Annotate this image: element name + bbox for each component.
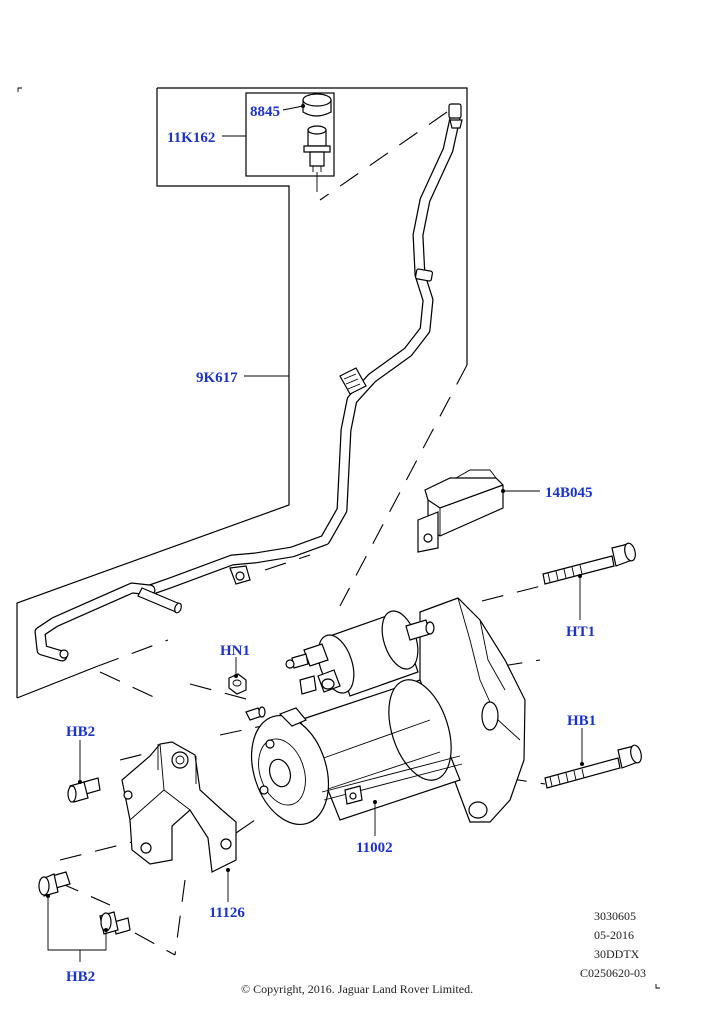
label-14b045: 14B045 (545, 485, 593, 501)
label-9k617: 9K617 (196, 370, 238, 386)
label-hb2-bottom: HB2 (66, 969, 95, 985)
stud-part-11k162 (303, 125, 331, 192)
label-11126: 11126 (209, 905, 245, 921)
label-hb1: HB1 (567, 713, 596, 729)
label-11002: 11002 (356, 840, 393, 856)
reference-line-2: 05-2016 (594, 928, 634, 942)
label-hn1: HN1 (220, 643, 250, 659)
label-11k162: 11K162 (167, 130, 215, 146)
leader-lines (46, 104, 584, 962)
part-labels: 8845 11K162 9K617 14B045 HT1 HN1 HB1 HB2… (66, 104, 596, 985)
starter-motor-11002 (251, 597, 526, 826)
nut-hn1 (228, 673, 247, 695)
reference-block: 3030605 05-2016 30DDTX C0250620-03 (580, 909, 660, 989)
cap-part-8845 (302, 93, 332, 117)
stud-near-starter (245, 706, 266, 721)
corner-mark (655, 984, 660, 989)
copyright-notice: © Copyright, 2016. Jaguar Land Rover Lim… (241, 982, 473, 996)
bolt-hb1 (544, 744, 642, 789)
label-ht1: HT1 (566, 624, 595, 640)
wiring-harness-9k617 (34, 103, 463, 662)
bracket-part-11126 (121, 741, 237, 873)
reference-line-1: 3030605 (594, 909, 636, 923)
reference-line-4: C0250620-03 (580, 966, 646, 980)
bolt-hb2-top (67, 777, 101, 803)
bolt-ht1 (542, 542, 636, 585)
bolt-hb2-bottom-1 (38, 871, 71, 897)
bolt-hb2-bottom-2 (99, 911, 131, 935)
label-hb2-top: HB2 (66, 724, 95, 740)
label-8845: 8845 (250, 104, 280, 120)
reference-line-3: 30DDTX (594, 947, 640, 961)
bracket-part-14b045 (417, 469, 504, 553)
